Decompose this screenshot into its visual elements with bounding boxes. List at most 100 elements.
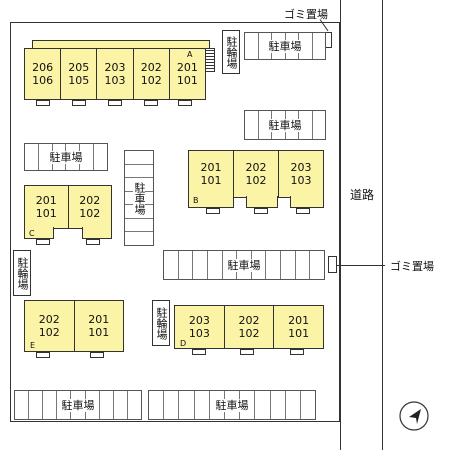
room-number-lower: 101	[176, 74, 198, 87]
room-number-upper: 203	[290, 161, 312, 174]
room-number-upper: 202	[38, 313, 60, 326]
bicycle-parking-label: 駐輪場	[225, 34, 238, 70]
parking-right-upper: 駐車場	[244, 110, 326, 140]
porch-b-1	[206, 208, 220, 214]
building-a-tag: A	[187, 50, 193, 59]
room-number-upper: 201	[35, 194, 57, 207]
building-b-extension	[246, 196, 278, 208]
porch-c-2	[86, 239, 100, 245]
porch-d-1	[192, 349, 206, 355]
building-b-extension	[290, 196, 324, 208]
room-number-lower: 102	[79, 207, 101, 220]
parking-label: 駐車場	[213, 398, 251, 412]
room-number-lower: 101	[288, 327, 310, 340]
porch-b-2	[254, 208, 268, 214]
parking-bottom-right: 駐車場	[148, 390, 316, 420]
building-b-extension	[188, 196, 234, 208]
road-label: 道路	[350, 188, 375, 202]
porch-a-2	[72, 100, 86, 106]
building-a-roofline	[32, 40, 210, 48]
room-number-lower: 101	[35, 207, 57, 220]
room-number-upper: 203	[104, 61, 126, 74]
room-number-upper: 203	[188, 314, 210, 327]
building-d-tag: D	[180, 339, 187, 348]
bicycle-parking-center: 駐輪場	[152, 300, 170, 346]
room-number-upper: 201	[88, 313, 110, 326]
room-number-upper: 201	[176, 61, 198, 74]
garbage-label-right: ゴミ置場	[390, 260, 434, 273]
building-a-stairs	[205, 48, 215, 72]
bicycle-parking-top: 駐輪場	[222, 30, 240, 74]
road-edge-left	[340, 0, 341, 450]
building-c-tag: C	[29, 229, 35, 238]
parking-label: 駐車場	[133, 180, 146, 216]
bicycle-parking-label: 駐輪場	[155, 305, 168, 341]
room-number-lower: 105	[68, 74, 90, 87]
porch-a-3	[108, 100, 122, 106]
bicycle-parking-left: 駐輪場	[13, 250, 31, 296]
parking-center-vertical: 駐車場	[124, 150, 154, 246]
porch-a-4	[144, 100, 158, 106]
room-number-upper: 205	[68, 61, 90, 74]
garbage-label-top: ゴミ置場	[284, 8, 328, 21]
room-number-lower: 103	[104, 74, 126, 87]
parking-left-small: 駐車場	[24, 143, 108, 171]
parking-label: 駐車場	[266, 118, 304, 132]
room-number-upper: 202	[140, 61, 162, 74]
parking-label: 駐車場	[59, 398, 97, 412]
room-number-upper: 201	[200, 161, 222, 174]
porch-a-1	[36, 100, 50, 106]
room-number-lower: 102	[245, 174, 267, 187]
porch-d-2	[240, 349, 254, 355]
parking-label: 駐車場	[47, 150, 85, 164]
room-number-upper: 201	[288, 314, 310, 327]
porch-e-2	[90, 352, 104, 358]
porch-d-3	[290, 349, 304, 355]
room-number-upper: 202	[238, 314, 260, 327]
room-number-lower: 102	[38, 326, 60, 339]
room-number-lower: 101	[200, 174, 222, 187]
building-b-tag: B	[193, 196, 199, 205]
road-edge-right	[382, 0, 383, 450]
parking-label: 駐車場	[266, 39, 304, 53]
room-number-upper: 202	[245, 161, 267, 174]
room-number-lower: 103	[290, 174, 312, 187]
porch-a-5	[178, 100, 192, 106]
site-boundary	[10, 22, 340, 422]
porch-b-3	[296, 208, 310, 214]
room-number-lower: 102	[238, 327, 260, 340]
parking-bottom-left: 駐車場	[14, 390, 142, 420]
room-number-lower: 103	[188, 327, 210, 340]
porch-e-1	[36, 352, 50, 358]
garbage-leader-right	[337, 265, 385, 266]
bicycle-parking-label: 駐輪場	[16, 255, 29, 291]
building-c-extension	[82, 227, 112, 239]
parking-label: 駐車場	[225, 258, 263, 272]
room-number-upper: 206	[32, 61, 54, 74]
building-e-tag: E	[30, 341, 36, 350]
north-arrow-icon	[398, 400, 430, 432]
room-number-lower: 106	[32, 74, 54, 87]
parking-top-right: 駐車場	[244, 32, 326, 60]
garbage-box-right	[328, 256, 337, 273]
porch-c-1	[36, 239, 50, 245]
room-number-lower: 101	[88, 326, 110, 339]
